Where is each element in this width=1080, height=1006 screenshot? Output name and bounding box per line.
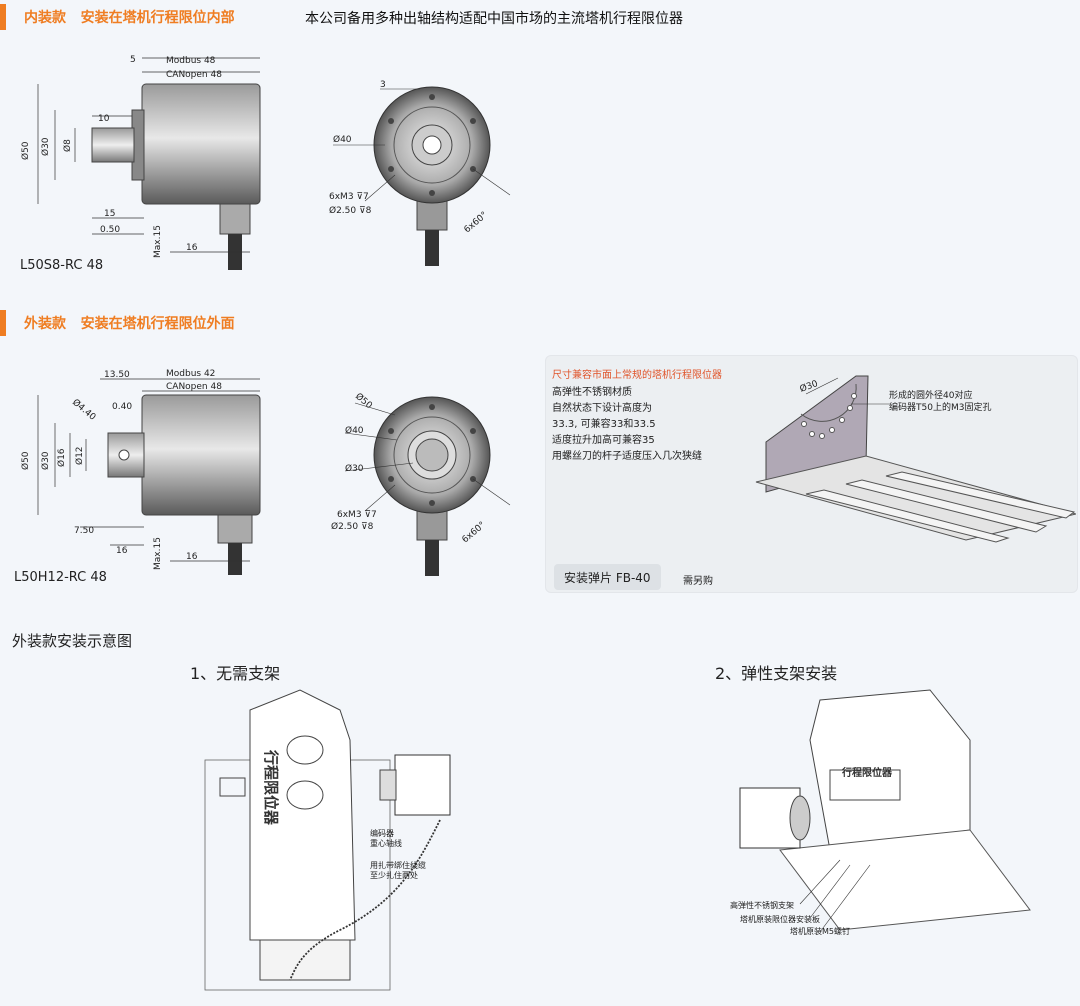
label-bracket: 高弹性不锈钢支架 [730, 900, 794, 910]
front-view-drawing-2: Ø50 Ø40 Ø30 6xM3 ⊽7 Ø2.50 ⊽8 6x60° [331, 391, 511, 576]
install-diagram-2: 行程限位器 高弹性不锈钢支架 塔机原装限位器安装板 塔机原装M5螺钉 [730, 689, 1031, 936]
model-label-2: L50H12-RC 48 [14, 570, 107, 585]
dim-c30: Ø30 [345, 463, 364, 474]
dim-d8: Ø8 [62, 139, 73, 152]
dim-hole-2: Ø2.50 ⊽8 [331, 521, 374, 532]
dim-m3: 6xM3 ⊽7 [329, 192, 369, 202]
section2-header: 外装款 安装在塔机行程限位外面 [0, 310, 290, 336]
card-line-2: 自然状态下设计高度为 [552, 403, 652, 414]
dim-d16: Ø16 [56, 448, 67, 467]
card-line-3: 33.3, 可兼容33和33.5 [552, 419, 656, 430]
dim-c40: Ø40 [345, 425, 364, 436]
dim-d440: Ø4.40 [70, 397, 98, 423]
dim-max15-2: Max.15 [153, 537, 163, 570]
dim-16: 16 [186, 243, 198, 253]
dim-max15: Max.15 [153, 225, 163, 258]
note-tie2: 至少扎住两处 [370, 870, 418, 880]
dim-canopen-2: CANopen 48 [166, 382, 222, 392]
section1-header: 内装款 安装在塔机行程限位内部 [0, 4, 290, 30]
intro-text: 本公司备用多种出轴结构适配中国市场的主流塔机行程限位器 [305, 11, 683, 27]
dim-d50-2: Ø50 [20, 451, 31, 470]
dim-10: 10 [98, 114, 110, 124]
bracket-info-card: 尺寸兼容市面上常规的塔机行程限位器 高弹性不锈钢材质 自然状态下设计高度为 33… [545, 355, 1078, 593]
step2-title: 2、弹性支架安装 [715, 664, 838, 683]
dim-hole: Ø2.50 ⊽8 [329, 205, 372, 216]
dim-deg-2: 6x60° [461, 520, 488, 545]
side-view-drawing-2: 13.50 Modbus 42 CANopen 48 0.40 Ø4.40 Ø5… [20, 369, 261, 575]
dim-750: 7.50 [74, 526, 94, 536]
dim-canopen: CANopen 48 [166, 70, 222, 80]
fb-40-note: 需另购 [683, 576, 713, 587]
card-line-5: 用螺丝刀的杆子适度压入几次狭缝 [552, 451, 702, 462]
dim-15: 15 [104, 209, 115, 219]
bracket-drawing: Ø30 形成的圆外径40对应 编码器T50上的M3固定孔 [755, 375, 1076, 543]
bracket-callout-1: 形成的圆外径40对应 [889, 389, 972, 401]
model-label-1: L50S8-RC 48 [20, 258, 104, 273]
note-axis: 重心轴线 [370, 838, 402, 848]
fb-40-label: 安装弹片 FB-40 [554, 564, 661, 590]
dim-16b: 16 [116, 546, 128, 556]
install-title: 外装款安装示意图 [12, 632, 133, 650]
dim-modbus: Modbus 48 [166, 56, 216, 66]
card-line-4: 适度拉升加高可兼容35 [552, 435, 655, 446]
step1-title: 1、无需支架 [190, 664, 281, 683]
dim-16c: 16 [186, 552, 198, 562]
install-diagram-1: 行程限位器 编码器 重心轴线 用扎带绑住线缆 至少扎住两处 [204, 689, 451, 991]
dim-modbus-2: Modbus 42 [166, 369, 215, 379]
dim-040: 0.40 [112, 402, 132, 412]
dim-deg: 6x60° [463, 210, 490, 235]
note-tie: 用扎带绑住线缆 [370, 860, 426, 870]
dim-3: 3 [380, 80, 386, 90]
dim-1350: 13.50 [104, 370, 130, 380]
side-view-drawing-1: 5 Modbus 48 CANopen 48 10 Ø50 Ø30 Ø8 15 … [20, 55, 261, 270]
dim-d30: Ø30 [40, 137, 51, 156]
bracket-callout-2: 编码器T50上的M3固定孔 [889, 401, 991, 413]
limiter-label-2: 行程限位器 [841, 766, 893, 779]
dim-d30-2: Ø30 [40, 451, 51, 470]
accent-bar [0, 4, 6, 30]
dim-5: 5 [130, 55, 136, 65]
dim-m3-2: 6xM3 ⊽7 [337, 510, 377, 520]
dim-c50: Ø50 [353, 391, 374, 412]
card-headline: 尺寸兼容市面上常规的塔机行程限位器 [552, 370, 722, 381]
dim-d40: Ø40 [333, 134, 352, 145]
dim-d50: Ø50 [20, 141, 31, 160]
note-encoder: 编码器 [370, 828, 394, 838]
section2-title: 外装款 安装在塔机行程限位外面 [24, 316, 235, 332]
label-screw: 塔机原装M5螺钉 [790, 926, 850, 936]
label-plate: 塔机原装限位器安装板 [740, 914, 820, 924]
dim-d12: Ø12 [74, 446, 85, 465]
front-view-drawing-1: 3 Ø40 6xM3 ⊽7 Ø2.50 ⊽8 6x60° [329, 80, 511, 266]
accent-bar [0, 310, 6, 336]
section1-title: 内装款 安装在塔机行程限位内部 [24, 10, 235, 26]
card-line-1: 高弹性不锈钢材质 [552, 387, 632, 398]
dim-050: 0.50 [100, 225, 120, 235]
limiter-label-1: 行程限位器 [262, 749, 280, 826]
